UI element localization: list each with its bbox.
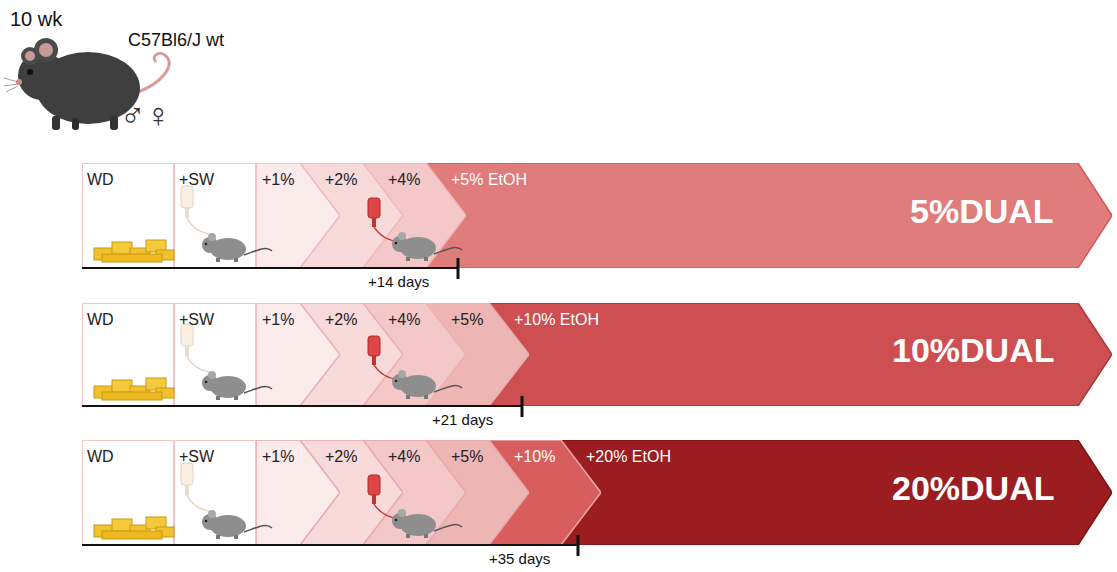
illustration-part [181, 463, 209, 511]
chevron-outline [256, 163, 466, 268]
illustration-part [392, 509, 462, 538]
subject-label: ♂♀ [120, 96, 171, 135]
illustration-part [39, 43, 53, 57]
illustration-part [25, 51, 35, 61]
stage-label: 20%DUAL [892, 469, 1054, 508]
stage-label: +SW [179, 171, 214, 189]
condition-box: WD [82, 163, 174, 268]
subject-label: C57Bl6/J wt [128, 30, 224, 51]
illustration-part [72, 118, 79, 130]
illustration-part [16, 79, 22, 85]
subject-label: 10 wk [10, 8, 62, 31]
chevron-outline [256, 440, 340, 545]
stage-label: +4% [388, 171, 420, 189]
chevron-outline [256, 440, 403, 545]
illustration-part [392, 370, 462, 399]
stage-label: +10% EtOH [514, 311, 599, 329]
illustration-part [202, 371, 272, 400]
illustration-part [457, 258, 460, 279]
stage-label: +1% [262, 311, 294, 329]
illustration-part [94, 240, 174, 262]
stage-label: +2% [325, 448, 357, 466]
condition-box: +SW [174, 163, 256, 268]
stage-label: +SW [179, 448, 214, 466]
illustration-part [202, 510, 272, 539]
stage-label: +2% [325, 171, 357, 189]
illustration-part [94, 517, 174, 539]
illustration-part [181, 186, 209, 234]
chevron-outline [256, 303, 403, 406]
stage-label: +4% [388, 448, 420, 466]
illustration-part [138, 54, 169, 92]
chevron-outline [256, 303, 1112, 406]
illustration-part [110, 116, 118, 130]
chevron-outline [256, 163, 340, 268]
stage-label: +5% [451, 311, 483, 329]
stage-label: +5% [451, 448, 483, 466]
chevron-outline [256, 440, 529, 545]
duration-label: +21 days [432, 411, 493, 428]
illustration-part [34, 38, 58, 62]
stage-label: WD [87, 448, 114, 466]
chevron-outline [256, 163, 403, 268]
stage-label: WD [87, 171, 114, 189]
illustration-part [82, 267, 458, 269]
stage-label: +10% [514, 448, 555, 466]
stage-label: +20% EtOH [586, 448, 671, 466]
illustration-part [21, 47, 39, 65]
illustration-part [82, 405, 522, 407]
chevron-outline [256, 303, 466, 406]
illustration-part [27, 69, 33, 75]
illustration-part [577, 535, 580, 556]
illustration-part [521, 396, 524, 417]
duration-label: +14 days [368, 273, 429, 290]
illustration-part [368, 475, 400, 519]
illustration-part [18, 52, 66, 100]
stage-label: +1% [262, 448, 294, 466]
stage-label: 10%DUAL [892, 331, 1054, 370]
illustration-part [368, 336, 400, 380]
stage-label: 5%DUAL [910, 192, 1054, 231]
stage-label: +SW [179, 311, 214, 329]
stage-label: +1% [262, 171, 294, 189]
stage-label: WD [87, 311, 114, 329]
chevron-outline [256, 440, 1112, 545]
chevron-outline [256, 163, 1112, 268]
illustration-part [181, 324, 209, 372]
condition-box: WD [82, 303, 174, 406]
stage-label: +2% [325, 311, 357, 329]
chevron-outline [256, 440, 601, 545]
illustration-part [392, 232, 462, 261]
illustration-part [202, 233, 272, 262]
condition-box: WD [82, 440, 174, 545]
chevron-outline [256, 303, 529, 406]
duration-label: +35 days [489, 550, 550, 567]
illustration-part [52, 116, 60, 130]
chevron-outline [256, 440, 466, 545]
illustration-part [94, 378, 174, 400]
stage-label: +5% EtOH [451, 171, 527, 189]
condition-box: +SW [174, 440, 256, 545]
timeline [82, 258, 578, 556]
condition-box: +SW [174, 303, 256, 406]
chevron-outline [256, 303, 340, 406]
stage-label: +4% [388, 311, 420, 329]
illustration-part [82, 544, 578, 546]
illustration-part [4, 78, 18, 92]
illustration-part [368, 198, 400, 242]
